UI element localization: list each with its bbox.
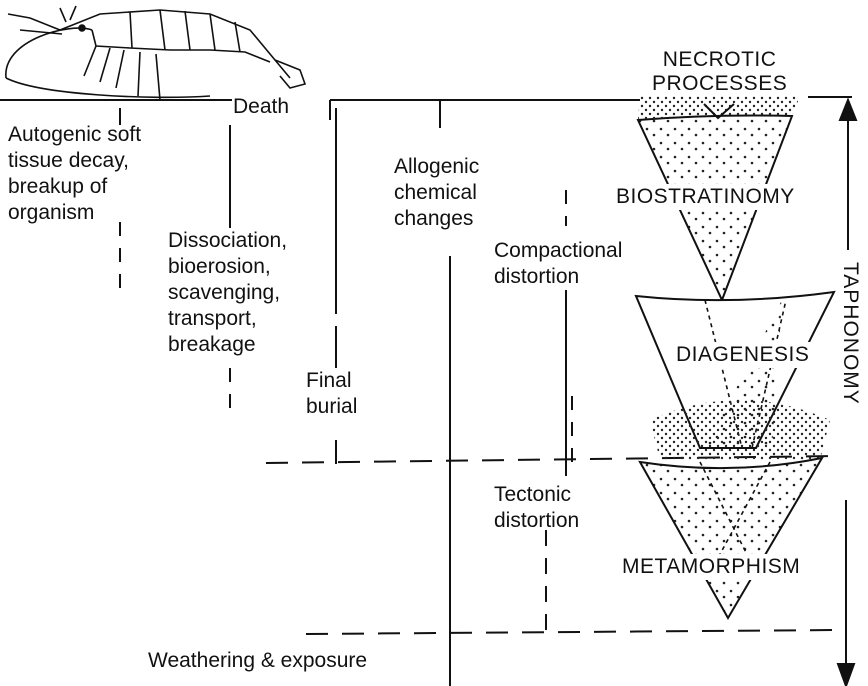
weathering-label: Weathering & exposure <box>148 649 368 672</box>
compactional-label: Compactional distortion <box>494 239 623 288</box>
dissociation-label: Dissociation, bioerosion, scavenging, tr… <box>168 229 288 356</box>
metamorphism-label: METAMORPHISM <box>620 554 803 580</box>
autogenic-label: Autogenic soft tissue decay, breakup of … <box>8 123 142 224</box>
allogenic-label: Allogenic chemical changes <box>394 155 480 230</box>
tectonic-label: Tectonic distortion <box>494 483 580 532</box>
necrotic-cap <box>638 96 800 120</box>
diagenesis-label: DIAGENESIS <box>674 342 812 368</box>
metamorphism-cone <box>638 456 824 621</box>
necrotic-processes-label: NECROTIC PROCESSES <box>652 48 788 95</box>
biostratinomy-label: BIOSTRATINOMY <box>614 184 797 210</box>
diagenesis-cone <box>634 290 836 460</box>
final-burial-label: Final burial <box>306 369 358 418</box>
taphonomy-label: TAPHONOMY <box>839 262 862 405</box>
death-label: Death <box>233 95 290 118</box>
taphonomy-axis <box>808 96 858 686</box>
shrimp-illustration <box>5 5 307 101</box>
